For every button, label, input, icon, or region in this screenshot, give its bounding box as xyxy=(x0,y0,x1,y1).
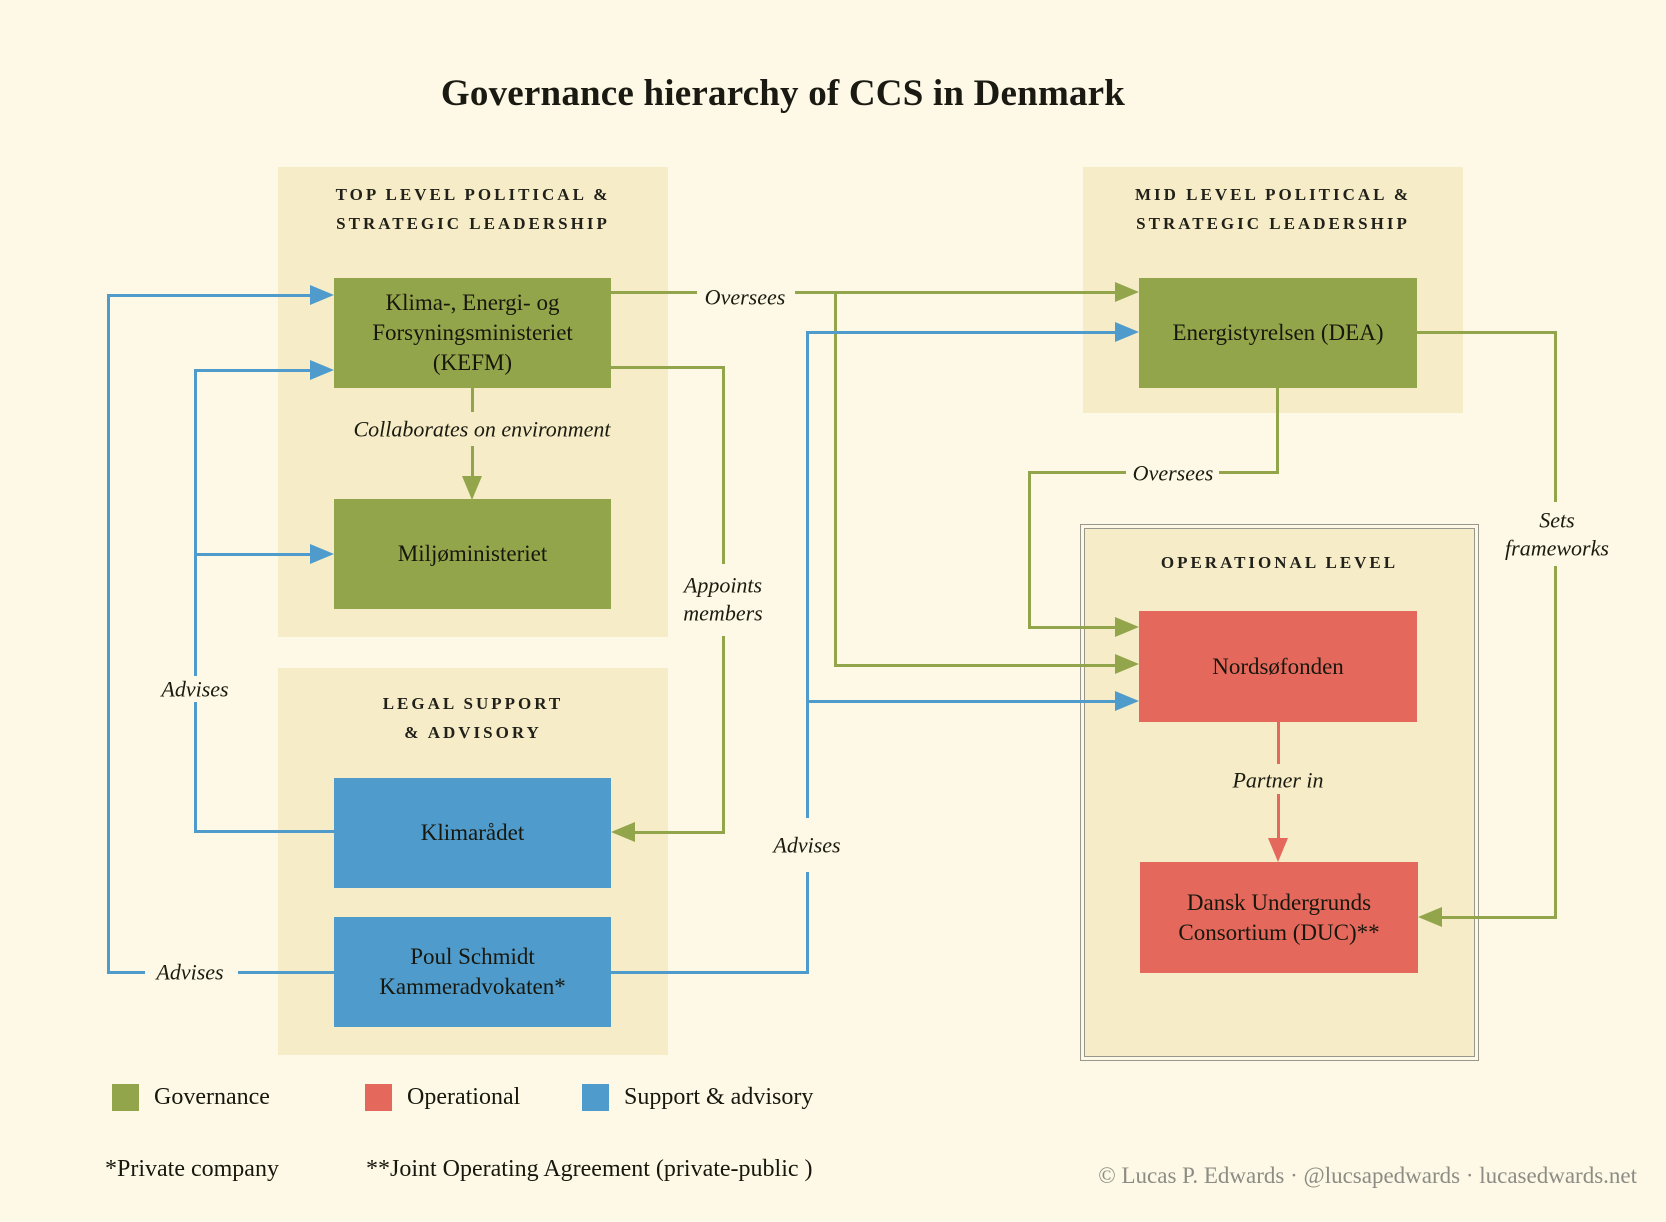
line-segment xyxy=(611,291,697,294)
arrowhead xyxy=(1418,907,1442,927)
line-segment xyxy=(1028,626,1117,629)
arrowhead xyxy=(310,285,334,305)
edge-label-appoints-members: Appoints members xyxy=(683,572,763,626)
credit-line: © Lucas P. Edwards · @lucsapedwards · lu… xyxy=(1098,1163,1637,1188)
arrowhead xyxy=(1115,654,1139,674)
line-segment xyxy=(194,369,312,372)
line-segment xyxy=(471,446,474,478)
line-segment xyxy=(238,971,334,974)
edge-label-advises-right: Advises xyxy=(773,832,841,858)
legend-item-operational: Operational xyxy=(365,1084,520,1111)
line-segment xyxy=(107,294,110,974)
arrowhead xyxy=(310,360,334,380)
line-segment xyxy=(107,971,145,974)
line-segment xyxy=(194,553,312,556)
line-segment xyxy=(1417,331,1557,334)
edge-label-sets-frameworks: Sets frameworks xyxy=(1505,507,1609,561)
line-segment xyxy=(806,872,809,974)
line-segment xyxy=(806,331,1117,334)
line-segment xyxy=(1277,794,1280,840)
arrowhead xyxy=(1115,282,1139,302)
line-segment xyxy=(834,291,837,667)
edge-label-advises-klimaradet: Advises xyxy=(161,676,229,702)
line-segment xyxy=(1219,471,1279,474)
line-segment xyxy=(611,366,725,369)
node-duc: Dansk Undergrunds Consortium (DUC)** xyxy=(1140,862,1418,973)
arrowhead xyxy=(1115,617,1139,637)
panel-header-top-level: TOP LEVEL POLITICAL & STRATEGIC LEADERSH… xyxy=(335,185,611,233)
edge-label-partner-in: Partner in xyxy=(1232,767,1324,793)
line-segment xyxy=(1441,916,1557,919)
line-segment xyxy=(107,294,312,297)
line-segment xyxy=(1554,331,1557,502)
line-segment xyxy=(194,702,197,833)
line-segment xyxy=(1276,388,1279,474)
line-segment xyxy=(834,664,1117,667)
line-segment xyxy=(1554,566,1557,919)
arrowhead xyxy=(1115,322,1139,342)
line-segment xyxy=(471,388,474,412)
arrowhead xyxy=(1115,691,1139,711)
node-energistyrelsen: Energistyrelsen (DEA) xyxy=(1139,278,1417,388)
line-segment xyxy=(806,700,1117,703)
line-segment xyxy=(722,636,725,834)
arrowhead xyxy=(462,476,482,500)
legend-item-governance: Governance xyxy=(112,1084,270,1111)
line-segment xyxy=(1028,471,1031,629)
node-klimaradet: Klimarådet xyxy=(334,778,611,888)
footnote-private-company: *Private company xyxy=(105,1156,279,1182)
node-kammeradvokaten: Poul Schmidt Kammeradvokaten* xyxy=(334,917,611,1027)
line-segment xyxy=(806,331,809,818)
panel-header-legal: LEGAL SUPPORT & ADVISORY xyxy=(382,694,564,742)
legend-label-operational: Operational xyxy=(407,1084,521,1110)
edge-label-oversees-top: Oversees xyxy=(704,284,786,310)
line-segment xyxy=(611,971,809,974)
line-segment xyxy=(634,831,725,834)
line-segment xyxy=(194,369,197,676)
line-segment xyxy=(1028,471,1126,474)
legend-label-governance: Governance xyxy=(154,1084,270,1110)
line-segment xyxy=(194,830,334,833)
arrowhead xyxy=(611,822,635,842)
arrowhead xyxy=(310,544,334,564)
panel-header-operational: OPERATIONAL LEVEL xyxy=(1160,553,1399,572)
arrowhead xyxy=(1268,838,1288,862)
diagram-title: Governance hierarchy of CCS in Denmark xyxy=(440,73,1126,114)
legend-label-support: Support & advisory xyxy=(624,1084,814,1110)
legend-item-support: Support & advisory xyxy=(582,1084,813,1111)
line-segment xyxy=(1277,722,1280,764)
edge-label-collaborates: Collaborates on environment xyxy=(353,416,611,442)
node-miljoministeriet: Miljøministeriet xyxy=(334,499,611,609)
node-nordsofonden: Nordsøfonden xyxy=(1139,611,1417,722)
footnote-joint-agreement: **Joint Operating Agreement (private-pub… xyxy=(366,1156,813,1182)
edge-label-advises-left: Advises xyxy=(156,959,224,985)
legend-chip-operational xyxy=(365,1084,392,1111)
line-segment xyxy=(722,366,725,564)
edge-label-oversees-dea: Oversees xyxy=(1132,460,1214,486)
line-segment xyxy=(795,291,1117,294)
panel-header-mid-level: MID LEVEL POLITICAL & STRATEGIC LEADERSH… xyxy=(1134,185,1411,233)
legend-chip-governance xyxy=(112,1084,139,1111)
node-kefm: Klima-, Energi- og Forsyningsministeriet… xyxy=(334,278,611,388)
legend-chip-support xyxy=(582,1084,609,1111)
